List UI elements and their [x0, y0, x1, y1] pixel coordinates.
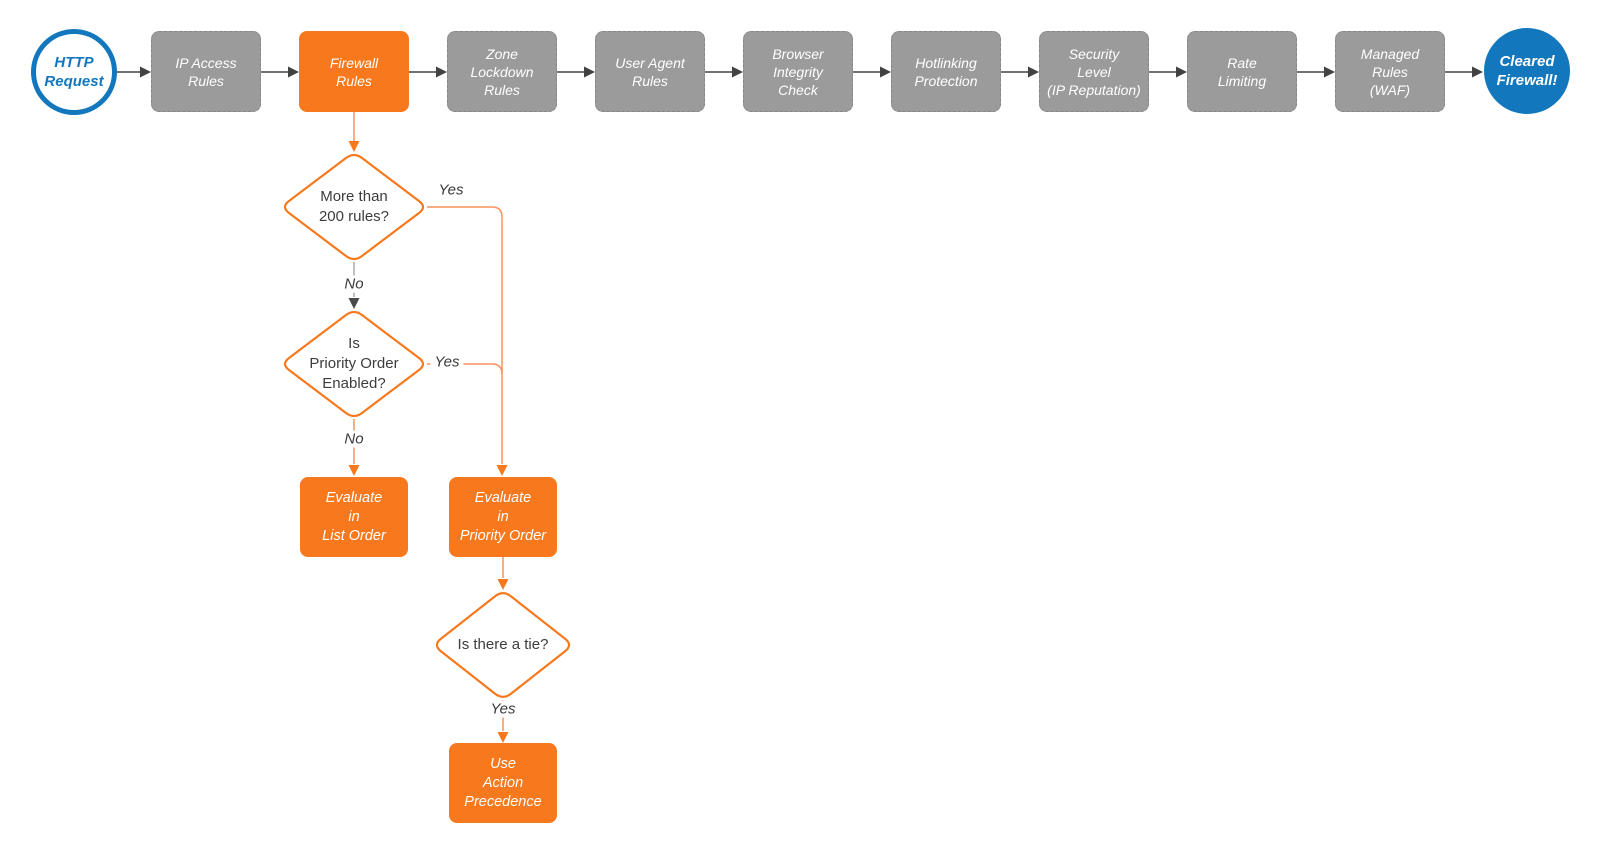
action-evaluate-in-priority-order: Evaluate in Priority Order [449, 477, 557, 557]
stage-label: Security Level (IP Reputation) [1047, 45, 1141, 98]
edge-d1-yes-trunk [427, 206, 503, 464]
action-label: Use Action Precedence [464, 755, 542, 810]
branch-arrowheads [348, 141, 509, 743]
stage-label: IP Access Rules [175, 54, 237, 89]
arrowhead-right-icon [1028, 66, 1039, 78]
stage-zone-lockdown-rules: Zone Lockdown Rules [447, 31, 557, 112]
stage-rate-limiting: Rate Limiting [1187, 31, 1297, 112]
start-node-label: HTTP Request [44, 54, 104, 90]
arrowhead-right-icon [1472, 66, 1483, 78]
decision-label-priority-order-enabled: Is Priority Order Enabled? [309, 335, 399, 392]
decision-label-more-than-200-rules: More than 200 rules? [318, 188, 390, 225]
stage-browser-integrity-check: Browser Integrity Check [743, 31, 853, 112]
edge-label-d2-no: No [340, 430, 368, 448]
stage-security-level-ip-reputation: Security Level (IP Reputation) [1039, 31, 1149, 112]
arrowhead-right-icon [288, 66, 299, 78]
decision-diamond-is-there-a-tie [435, 592, 571, 698]
decision-diamonds [283, 153, 571, 698]
start-node-http-request: HTTP Request [31, 29, 117, 115]
end-node-label: Cleared Firewall! [1496, 53, 1558, 89]
arrowhead-down-icon [497, 579, 509, 590]
edge-d2-yes-hook [427, 363, 503, 375]
stage-hotlinking-protection: Hotlinking Protection [891, 31, 1001, 112]
decision-label-is-there-a-tie: Is there a tie? [457, 636, 549, 653]
action-use-action-precedence: Use Action Precedence [449, 743, 557, 823]
arrowhead-down-icon [348, 141, 360, 152]
stage-label: Zone Lockdown Rules [470, 45, 534, 98]
arrowhead-right-icon [1324, 66, 1335, 78]
arrowhead-down-icon [348, 465, 360, 476]
stage-label: Firewall Rules [329, 54, 379, 89]
stage-label: User Agent Rules [615, 54, 685, 89]
arrowhead-right-icon [1176, 66, 1187, 78]
arrowhead-down-icon [348, 298, 360, 309]
arrowhead-down-icon [497, 732, 509, 743]
stage-user-agent-rules: User Agent Rules [595, 31, 705, 112]
arrowhead-right-icon [732, 66, 743, 78]
edge-label-d2-yes: Yes [430, 353, 464, 371]
action-label: Evaluate in List Order [322, 489, 386, 544]
stage-label: Browser Integrity Check [772, 45, 824, 98]
arrowhead-right-icon [436, 66, 447, 78]
decision-diamond-priority-order-enabled [283, 310, 425, 418]
pipeline-arrowheads [140, 66, 1483, 78]
edge-label-d3-yes: Yes [486, 700, 520, 718]
edge-label-d1-no: No [340, 275, 368, 293]
stage-ip-access-rules: IP Access Rules [151, 31, 261, 112]
edge-label-d1-yes: Yes [438, 181, 464, 199]
arrowhead-right-icon [880, 66, 891, 78]
decision-diamond-more-than-200-rules [283, 153, 425, 261]
end-node-cleared-firewall: Cleared Firewall! [1484, 28, 1570, 114]
stage-firewall-rules: Firewall Rules [299, 31, 409, 112]
stage-label: Rate Limiting [1217, 54, 1267, 89]
action-evaluate-in-list-order: Evaluate in List Order [300, 477, 408, 557]
arrowhead-right-icon [584, 66, 595, 78]
stage-managed-rules-waf: Managed Rules (WAF) [1335, 31, 1445, 112]
arrowhead-down-icon [496, 465, 508, 476]
stage-label: Managed Rules (WAF) [1360, 45, 1420, 98]
arrowhead-right-icon [140, 66, 151, 78]
stage-label: Hotlinking Protection [914, 54, 978, 89]
action-label: Evaluate in Priority Order [459, 489, 547, 544]
